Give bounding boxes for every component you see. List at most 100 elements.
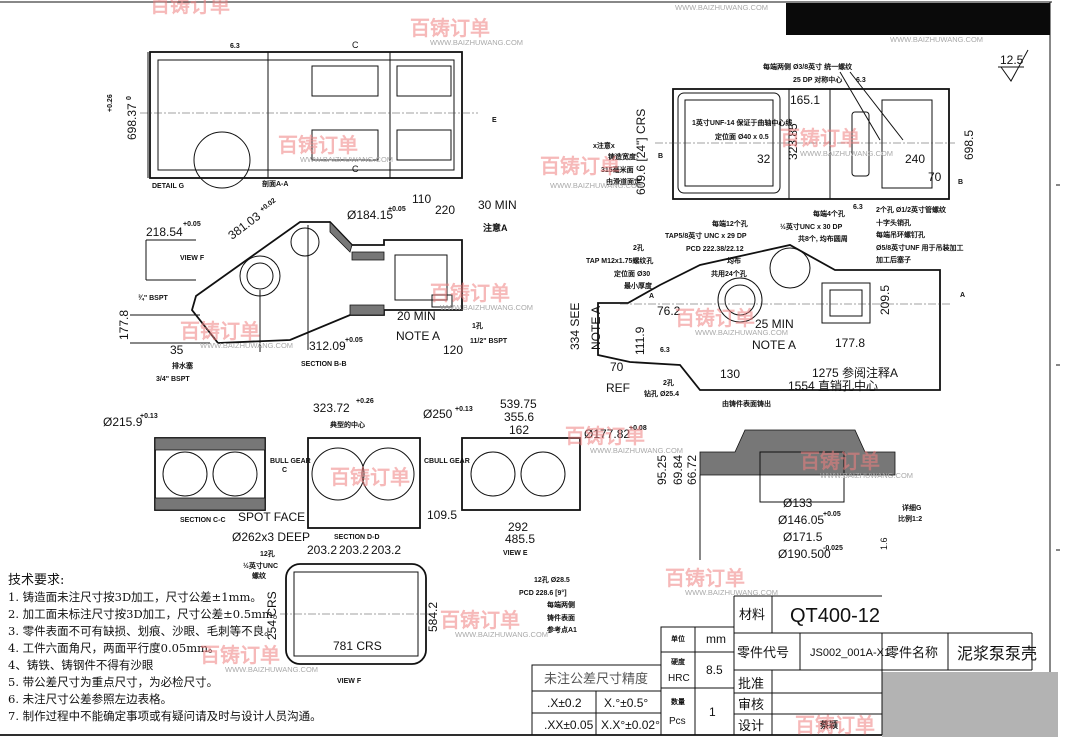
watermark-logo: 百铸订单 [675,306,755,330]
holes-label: 12孔 [260,549,275,558]
min30-label: 30 MIN [478,198,517,212]
tol177-label: +0.08 [629,425,647,432]
hole1-label: 1孔 [472,321,483,330]
d355-label: 355.6 [504,410,534,424]
watermark-logo: 百铸订单 [330,465,410,489]
hole-dia-label: 钻孔 Ø25.4 [644,389,679,398]
r2c1-label: .XX±0.05 [544,718,594,732]
d70-label: 70 [610,360,624,374]
watermark-url: WWW.BAIZHUWANG.COM [430,38,523,47]
r2c2-label: X.X°±0.02° [601,718,660,732]
r-note1-label: 2个孔 Ø1/2英寸管螺纹 [876,205,947,214]
watermark-url: WWW.BAIZHUWANG.COM [890,35,983,44]
bspt3-label: 11/2" BSPT [470,338,508,345]
watermark-logo: 百铸订单 [795,713,875,737]
r1c2-label: X.°±0.5° [604,696,648,710]
pcs-label: Pcs [669,716,686,727]
dim-698-label: 698.37 [125,103,139,140]
d240-label: 240 [905,152,925,166]
spot30-label: 定位面 Ø30 [614,269,650,278]
watermark-logo: 百铸订单 [430,281,510,305]
left-note1-label: x注意x [593,141,615,150]
min20-label: 20 MIN [397,309,436,323]
top-right-view: 165.1 32 323.85 240 70 698.5 609.6 [24"]… [593,62,976,211]
part-name-label: 泥浆泵泵壳 [957,644,1037,663]
a1-label: A [649,293,654,300]
d698-label: 698.5 [962,130,976,160]
watermark-logo: 百铸订单 [410,16,490,40]
d215-label: Ø215.9 [103,415,143,429]
unc-label: ½英寸UNC [243,561,278,570]
note-a-label: NOTE A [752,338,796,352]
watermark-logo: 百铸订单 [780,126,860,150]
d203a-label: 203.2 [307,543,337,557]
qty-label: 1 [709,705,716,719]
d250-label: Ø250 [423,407,453,421]
title-label: 未注公差尺寸精度 [544,671,648,687]
d177-label: 177.8 [117,310,131,340]
h12-label: 12孔 Ø28.5 [534,575,570,584]
d70-label: 70 [928,170,942,184]
d609-label: 609.6 [24"] CRS [634,109,648,195]
r-note3-label: 每端吊环螺钉孔 [876,230,925,239]
e-label: E [492,117,497,124]
min-thk-label: 最小厚度 [624,281,653,290]
unit-label-label: 单位 [671,634,685,643]
d203b-label: 203.2 [339,543,369,557]
n2-label: 铸件表面 [547,613,575,622]
tol146-label: +0.05 [823,511,841,518]
tap-note1-label: 每端两侧 Ø3/8英寸 统一螺纹 [763,62,853,71]
d177-label: 177.8 [835,336,865,350]
d218-label: 218.54 [146,225,183,239]
left-note2-label: 铸造宽度 [608,152,637,161]
tol323-label: +0.26 [356,398,374,405]
b2-label: B [958,179,963,186]
d95-label: 95.25 [655,455,669,485]
detail-label: DETAIL G [152,183,185,190]
d32-label: 32 [757,152,771,166]
top-left-view: 698.37 +0.26 0 DETAIL G 剖面A-A C C E 6.3 [107,40,497,190]
tech-req-item: 1. 铸造面未注尺寸按3D加工，尺寸公差±1mm。 [8,590,262,604]
note-cn-label: 注意A [483,222,508,233]
tech-req-item: 5. 带公差尺寸为重点尺寸，为必检尺寸。 [8,675,218,689]
tol215-label: +0.13 [140,413,158,420]
d184-label: Ø184.15 [347,208,393,222]
title-block-gray-area [882,672,1058,737]
d69-label: 69.84 [671,455,685,485]
r-note5-label: 加工后塞子 [875,255,911,264]
part-name-label-label: 零件名称 [886,645,938,661]
tech-req-item: 2. 加工面未标注尺寸按3D加工，尺寸公差±0.5mm。 [8,607,284,621]
r2-label: 6.3 [853,204,863,211]
spot-label: 定位面 Ø40 x 0.5 [715,132,769,141]
watermark-logo: 百铸订单 [150,0,230,17]
d584-label: 584.2 [426,602,440,632]
two-holes-label: 2孔 [633,243,644,252]
material-label-label: 材料 [739,608,765,623]
d381-label: 381.03 [225,209,263,242]
hardness-label: 8.5 [706,663,723,677]
detail-label: 详细G [902,503,922,512]
title-label: SECTION C-C [180,517,226,524]
d262-label: Ø262x3 DEEP [232,530,310,544]
thread-label: 螺纹 [252,571,267,580]
d539-label: 539.75 [500,397,537,411]
unc12-label: ½英寸UNC x 30 DP [780,222,843,231]
bspt2-label: 3/4" BSPT [156,376,190,383]
tech-requirements: 技术要求: 1. 铸造面未注尺寸按3D加工，尺寸公差±1mm。 2. 加工面未标… [8,573,322,723]
d76-label: 76.2 [657,304,681,318]
tol312-label: +0.05 [345,337,363,344]
ref-label: REF [606,381,630,395]
d146-label: Ø146.05 [778,513,824,527]
d292-label: 292 [508,520,528,534]
watermark-logo: 百铸订单 [440,608,520,632]
watermark-logo: 百铸订单 [540,154,620,178]
d190-label: Ø190.500 [778,547,831,561]
n-holes12-label: 每端12个孔 [712,219,748,228]
section-c-c: Ø215.9+0.13 BULL GEAR C SECTION C-C SPOT… [103,413,311,524]
watermark-url: WWW.BAIZHUWANG.COM [225,665,318,674]
view-f-label: VIEW F [180,255,205,262]
d1554-label: 1554 直销孔中心 [788,378,878,393]
watermark-url: WWW.BAIZHUWANG.COM [685,588,778,597]
d203c-label: 203.2 [371,543,401,557]
